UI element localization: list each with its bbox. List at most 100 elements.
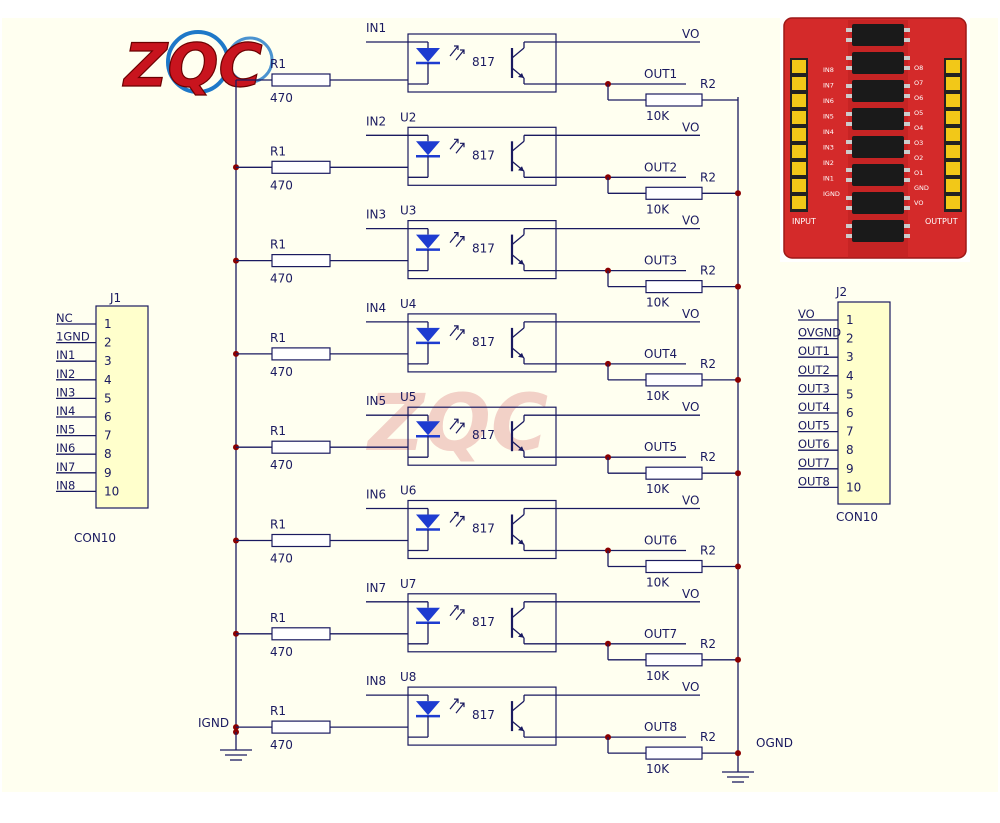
j2-pin-net: OVGND: [798, 326, 841, 340]
board-ic-1: [846, 24, 910, 46]
transistor-collector: [511, 47, 525, 59]
j1-pin-net: IN8: [56, 478, 75, 492]
r1-value: 470: [270, 365, 293, 379]
header-pin: [946, 162, 960, 175]
led-diode: [416, 607, 440, 622]
optocoupler-ref: U3: [400, 204, 416, 218]
led-diode: [416, 141, 440, 156]
transistor-collector: [511, 700, 525, 712]
ic-package: [852, 192, 904, 214]
j1-pin-number: 10: [104, 484, 119, 498]
optocoupler-ref: U8: [400, 670, 416, 684]
header-pin: [792, 145, 806, 158]
optocoupler-ref: U7: [400, 577, 416, 591]
r2-value: 10K: [646, 576, 670, 590]
r2-resistor: [645, 466, 703, 480]
ic-package: [852, 80, 904, 102]
j1-type: CON10: [74, 531, 116, 545]
j2-pin-number: 10: [846, 480, 861, 494]
light-arrows-icon: [449, 418, 465, 434]
transistor-collector: [511, 327, 525, 339]
transistor-collector: [511, 607, 525, 619]
r2-ref: R2: [700, 544, 716, 558]
optocoupler-part: 817: [472, 335, 495, 349]
board-output-pin-label: VO: [914, 199, 923, 207]
j1-pin-number: 3: [104, 354, 112, 368]
header-pin: [792, 60, 806, 73]
board-input-pin-label: IN4: [823, 128, 834, 136]
header-pin: [946, 179, 960, 192]
emitter-arrow: [518, 632, 524, 638]
output-bus-junction: [735, 376, 741, 383]
ic-pin: [846, 150, 852, 154]
vo-label: VO: [682, 120, 699, 134]
ic-pin: [904, 206, 910, 210]
output-net-label: OUT8: [644, 720, 677, 734]
optocoupler-part: 817: [472, 708, 495, 722]
j2-pin-number: 5: [846, 387, 854, 401]
r1-ref: R1: [270, 704, 286, 718]
r2-resistor: [645, 280, 703, 294]
r1-ref: R1: [270, 518, 286, 532]
ic-pin: [904, 168, 910, 172]
light-arrows-icon: [449, 605, 465, 621]
r1-resistor: [271, 160, 331, 174]
optocoupler-part: 817: [472, 242, 495, 256]
r2-value: 10K: [646, 202, 670, 216]
r1-ref: R1: [270, 144, 286, 158]
j2-pin-number: 6: [846, 406, 854, 420]
r2-ref: R2: [700, 637, 716, 651]
led-diode: [416, 327, 440, 342]
j1-pin-number: 7: [104, 429, 112, 443]
ic-pin: [846, 112, 852, 116]
optocoupler-part: 817: [472, 522, 495, 536]
j1-pin-net: IN2: [56, 367, 75, 381]
r1-ref: R1: [270, 331, 286, 345]
output-bus-junction: [735, 190, 741, 197]
output-bus-junction: [735, 656, 741, 663]
r1-value: 470: [270, 738, 293, 752]
transistor-collector: [511, 514, 525, 525]
j2-pin-net: OUT8: [798, 474, 830, 488]
header-pin: [792, 162, 806, 175]
ic-pin: [904, 224, 910, 228]
light-arrows-icon: [449, 511, 465, 527]
ic-pin: [846, 140, 852, 144]
board-output-header: [944, 58, 962, 212]
ic-pin: [904, 56, 910, 60]
ic-pin: [904, 150, 910, 154]
j2-pin-number: 7: [846, 425, 854, 439]
j2-pin-number: 9: [846, 462, 854, 476]
optocoupler-body: [407, 406, 557, 466]
r2-value: 10K: [646, 482, 670, 496]
j1-pin-10: 10 IN8: [56, 478, 119, 498]
board-components: IN8IN7IN6IN5IN4IN3IN2IN1IGNDO8O7O6O5O4O3…: [790, 24, 962, 242]
ic-pin: [846, 38, 852, 42]
r2-value: 10K: [646, 296, 670, 310]
board-input-pin-label: IGND: [823, 190, 840, 198]
board-ic-5: [846, 136, 910, 158]
ic-package: [852, 108, 904, 130]
output-bus-junction: [735, 283, 741, 290]
r1-value: 470: [270, 552, 293, 566]
board-output-pin-label: O1: [914, 169, 923, 177]
output-net-label: OUT4: [644, 347, 677, 361]
j2-pin-10: 10 OUT8: [798, 474, 861, 494]
output-net-label: OUT3: [644, 254, 677, 268]
light-arrows-icon: [449, 45, 465, 61]
r1-resistor: [271, 347, 331, 361]
header-pin: [946, 60, 960, 73]
led-diode: [416, 48, 440, 62]
ic-package: [852, 220, 904, 242]
board-output-pin-label: O5: [914, 109, 923, 117]
j1-pin-net: IN5: [56, 423, 75, 437]
emitter-arrow: [518, 539, 524, 545]
